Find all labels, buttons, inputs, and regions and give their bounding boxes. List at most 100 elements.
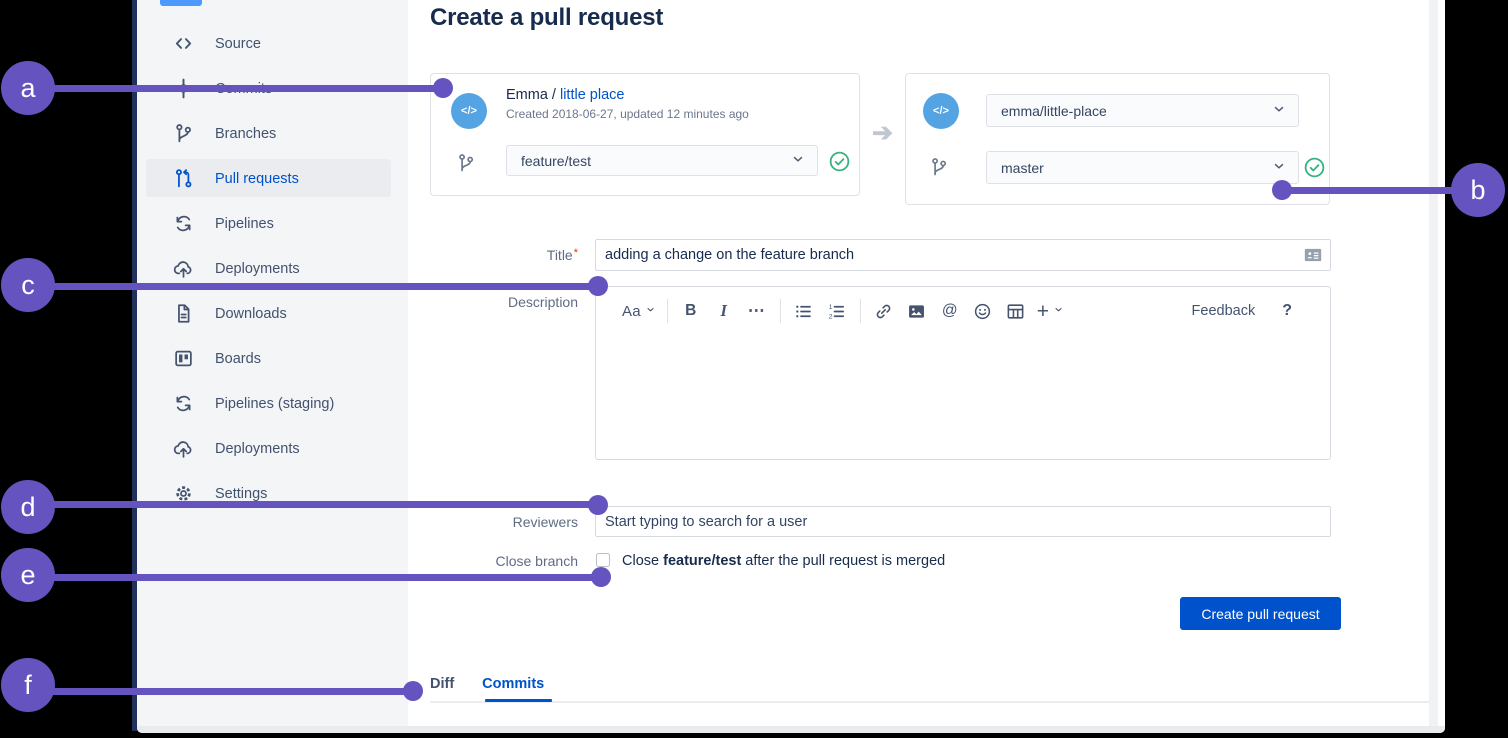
bold-button[interactable]: B	[685, 302, 697, 319]
annotation-line-d	[28, 501, 598, 508]
annotation-marker-b: b	[1451, 163, 1505, 217]
create-pull-request-button[interactable]: Create pull request	[1180, 597, 1341, 630]
more-formatting-button[interactable]: ⋯	[747, 301, 766, 320]
pr-preview-tabs: Diff Commits	[430, 676, 544, 692]
workspace-avatar-partial[interactable]	[160, 0, 202, 6]
link-button[interactable]	[872, 298, 896, 324]
sidebar-item-settings[interactable]: Settings	[137, 471, 408, 516]
annotation-dot-d	[588, 495, 608, 515]
boards-icon	[173, 348, 194, 369]
title-label: Title*	[546, 247, 578, 263]
repo-meta: Created 2018-06-27, updated 12 minutes a…	[506, 107, 749, 121]
sidebar-item-pipelines[interactable]: Pipelines	[137, 201, 408, 246]
insert-more-button[interactable]: +	[1037, 298, 1064, 324]
deployments-icon	[173, 258, 194, 279]
reviewers-input[interactable]	[595, 506, 1331, 537]
chevron-down-icon	[791, 152, 805, 169]
sidebar-item-label: Branches	[215, 125, 277, 142]
sidebar-item-pipelines-staging[interactable]: Pipelines (staging)	[137, 381, 408, 426]
sidebar-item-label: Deployments	[215, 440, 300, 457]
horizontal-scrollbar-track[interactable]	[137, 726, 1445, 733]
destination-branch-panel: </> emma/little-place master	[905, 73, 1330, 205]
chevron-down-icon	[1272, 102, 1286, 119]
close-branch-name: feature/test	[663, 553, 742, 569]
branches-icon	[173, 123, 194, 144]
annotation-dot-f	[403, 681, 423, 701]
destination-repo-select[interactable]: emma/little-place	[986, 94, 1299, 127]
annotation-marker-c: c	[1, 258, 55, 312]
code-icon	[173, 33, 194, 54]
tab-commits[interactable]: Commits	[482, 676, 545, 692]
sidebar-item-downloads[interactable]: Downloads	[137, 291, 408, 336]
tab-diff[interactable]: Diff	[430, 676, 455, 692]
sidebar-item-label: Source	[215, 35, 261, 52]
destination-branch-value: master	[1001, 159, 1044, 176]
title-input[interactable]	[595, 239, 1331, 271]
repo-owner: Emma /	[506, 87, 560, 103]
branch-icon	[929, 157, 949, 177]
contact-card-icon[interactable]	[1303, 245, 1323, 265]
svg-text:1: 1	[829, 303, 833, 310]
sidebar-item-deployments[interactable]: Deployments	[137, 246, 408, 291]
reviewers-label: Reviewers	[512, 514, 578, 530]
sidebar-item-label: Downloads	[215, 305, 287, 322]
close-branch-checkbox[interactable]	[596, 553, 610, 567]
sidebar-item-label: Boards	[215, 350, 261, 367]
text-style-button[interactable]: Aa	[622, 298, 656, 324]
image-button[interactable]	[905, 298, 929, 324]
branch-ok-check-icon	[829, 151, 850, 172]
mention-button[interactable]: @	[941, 302, 958, 319]
annotation-dot-c	[588, 276, 608, 296]
sidebar: SourceCommitsBranchesPull requestsPipeli…	[137, 0, 408, 726]
help-button[interactable]: ?	[1282, 302, 1292, 319]
window-left-edge	[132, 0, 137, 731]
annotation-dot-e	[591, 567, 611, 587]
chevron-down-icon	[641, 302, 656, 320]
sidebar-item-source[interactable]: Source	[137, 21, 408, 66]
vertical-scrollbar-track[interactable]	[1429, 0, 1438, 726]
description-label: Description	[507, 294, 578, 310]
source-repo-name: Emma / little place	[506, 87, 624, 103]
sidebar-item-branches[interactable]: Branches	[137, 111, 408, 156]
toolbar-divider	[666, 299, 668, 323]
chevron-down-icon	[1049, 302, 1064, 320]
annotation-line-a	[28, 85, 443, 92]
required-asterisk: *	[573, 247, 578, 259]
source-branch-value: feature/test	[521, 152, 592, 169]
deployments-icon	[173, 438, 194, 459]
sidebar-item-label: Deployments	[215, 260, 300, 277]
annotation-dot-a	[433, 78, 453, 98]
bullet-list-button[interactable]	[792, 298, 816, 324]
downloads-icon	[173, 303, 194, 324]
pipelines-icon	[173, 213, 194, 234]
feedback-link[interactable]: Feedback	[1191, 303, 1256, 319]
pull-request-icon	[173, 168, 194, 189]
sidebar-item-label: Pull requests	[215, 170, 299, 187]
sidebar-item-pull-requests[interactable]: Pull requests	[137, 156, 408, 201]
sidebar-item-label: Pipelines	[215, 215, 274, 232]
sidebar-item-deployments[interactable]: Deployments	[137, 426, 408, 471]
repo-link[interactable]: little place	[559, 87, 625, 103]
svg-text:2: 2	[829, 313, 833, 320]
sidebar-item-boards[interactable]: Boards	[137, 336, 408, 381]
annotation-marker-d: d	[1, 480, 55, 534]
source-branch-select[interactable]: feature/test	[506, 145, 818, 176]
italic-button[interactable]: I	[720, 301, 727, 320]
branch-ok-check-icon	[1304, 157, 1325, 178]
annotation-marker-e: e	[1, 548, 55, 602]
repo-avatar-icon: </>	[451, 93, 487, 129]
annotation-line-b	[1282, 187, 1467, 194]
destination-branch-select[interactable]: master	[986, 151, 1299, 184]
destination-repo-value: emma/little-place	[1001, 102, 1107, 119]
sidebar-nav: SourceCommitsBranchesPull requestsPipeli…	[137, 21, 408, 516]
merge-direction-arrow-icon: ➔	[872, 119, 893, 147]
emoji-button[interactable]	[971, 298, 995, 324]
table-button[interactable]	[1004, 298, 1028, 324]
settings-icon	[173, 483, 194, 504]
annotation-line-f	[28, 688, 413, 695]
pipelines-icon	[173, 393, 194, 414]
